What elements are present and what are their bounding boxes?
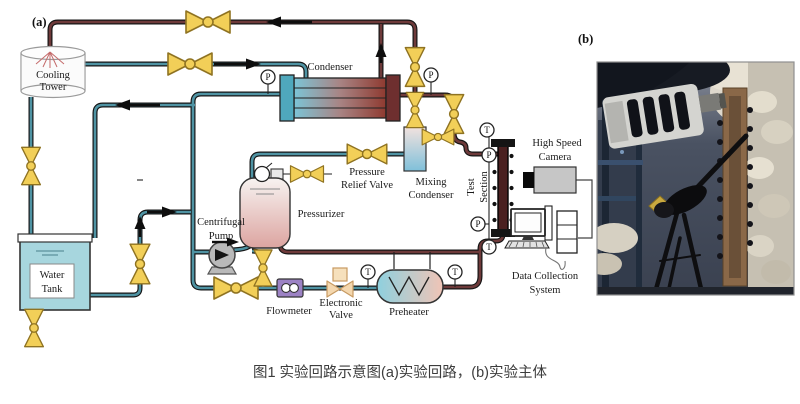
preheater: Preheater xyxy=(376,269,444,318)
flow-arrows xyxy=(115,16,387,237)
valve-icon xyxy=(404,46,426,88)
valve-icon xyxy=(405,91,425,129)
data-collection-label: Data Collection xyxy=(512,271,579,282)
daq-rack-icon xyxy=(556,210,578,254)
centrifugal-pump-label: Centrifugal xyxy=(197,217,245,228)
flow-arrow-icon xyxy=(246,58,261,70)
flowmeter: Flowmeter xyxy=(266,278,312,317)
test-section-label: Test xyxy=(466,178,477,195)
electronic-valve-label: Electronic xyxy=(319,298,362,309)
valve-icon xyxy=(443,93,465,135)
flow-arrow-icon xyxy=(134,216,146,229)
cooling-tower: Cooling Tower xyxy=(20,45,86,99)
panel-b-label: (b) xyxy=(578,32,593,46)
valve-icon xyxy=(253,249,273,287)
valve-icon xyxy=(167,52,213,76)
pressure-relief-valve-label: Pressure xyxy=(349,167,385,178)
heating-element-icon xyxy=(388,275,430,297)
temperature-gauge-icon: T xyxy=(481,239,497,255)
cooling-tower-label: Tower xyxy=(40,82,67,93)
preheater-label: Preheater xyxy=(389,307,429,318)
condenser: Condenser xyxy=(279,62,401,122)
gauge-letter: P xyxy=(475,219,480,229)
mixing-condenser-label: Mixing xyxy=(416,177,448,188)
pressurizer-gauge-icon xyxy=(253,165,271,183)
gauge-letter: T xyxy=(484,125,490,135)
high-speed-camera-label: Camera xyxy=(539,152,572,163)
test-section-label: Section xyxy=(479,171,490,203)
cooling-tower-label: Cooling xyxy=(36,70,71,81)
pressure-gauge-icon: P xyxy=(481,147,497,163)
gauge-letter: P xyxy=(486,150,491,160)
flow-arrow-icon xyxy=(266,16,281,28)
pressure-gauge-icon: P xyxy=(260,69,276,85)
valve-icon xyxy=(289,165,325,183)
pressure-gauge-icon: P xyxy=(470,216,486,232)
spray-icon xyxy=(35,51,65,68)
temperature-gauge-icon: T xyxy=(360,264,376,280)
flow-arrow-icon xyxy=(162,206,177,218)
flow-arrow-icon xyxy=(115,99,130,111)
valve-icon xyxy=(185,10,231,34)
mixing-condenser-label: Condenser xyxy=(409,190,454,201)
flow-arrow-icon xyxy=(375,43,387,57)
valve-icon xyxy=(129,243,151,285)
pressurizer: Pressurizer xyxy=(239,162,345,249)
pressure-gauge-icon: P xyxy=(423,67,439,83)
temperature-gauge-icon: T xyxy=(447,264,463,280)
electronic-valve-label: Valve xyxy=(329,310,353,321)
valve-icon xyxy=(20,146,42,186)
pressure-relief-valve-icon xyxy=(346,143,388,165)
valve-icon xyxy=(213,276,259,300)
gauge-letter: T xyxy=(452,267,458,277)
condenser-label: Condenser xyxy=(308,62,353,73)
gauge-letter: T xyxy=(486,242,492,252)
high-speed-camera-label: High Speed xyxy=(532,138,582,149)
figure-caption: 图1 实验回路示意图(a)实验回路，(b)实验主体 xyxy=(253,363,548,381)
pressurizer-label: Pressurizer xyxy=(298,209,345,220)
experiment-photo xyxy=(596,61,795,296)
water-tank-label: Water xyxy=(40,270,65,281)
centrifugal-pump: Centrifugal Pump xyxy=(197,217,245,275)
gauge-letter: P xyxy=(265,72,270,82)
panel-a-label: (a) xyxy=(32,15,47,29)
temperature-gauge-icon: T xyxy=(479,122,495,138)
flowmeter-label: Flowmeter xyxy=(266,306,312,317)
mixing-condenser: Mixing Condenser xyxy=(403,126,454,201)
flow-arrow-icon xyxy=(227,237,239,247)
pressure-relief-valve-label: Relief Valve xyxy=(341,180,393,191)
high-speed-camera: High Speed Camera xyxy=(523,138,593,239)
data-collection-label: System xyxy=(530,285,561,296)
water-tank: Water Tank xyxy=(17,233,93,311)
valve-icon xyxy=(23,308,45,348)
electronic-valve: Electronic Valve xyxy=(319,267,363,321)
camera-lens-icon xyxy=(523,172,534,188)
gauge-letter: P xyxy=(428,70,433,80)
data-collection-system: Data Collection System xyxy=(504,205,579,296)
centrifugal-pump-label: Pump xyxy=(209,231,234,242)
valve-icon xyxy=(421,128,455,146)
gauges: P P P P T T T T xyxy=(260,67,497,280)
tripod-icon xyxy=(652,133,749,295)
gauge-letter: T xyxy=(365,267,371,277)
water-tank-label: Tank xyxy=(42,284,64,295)
